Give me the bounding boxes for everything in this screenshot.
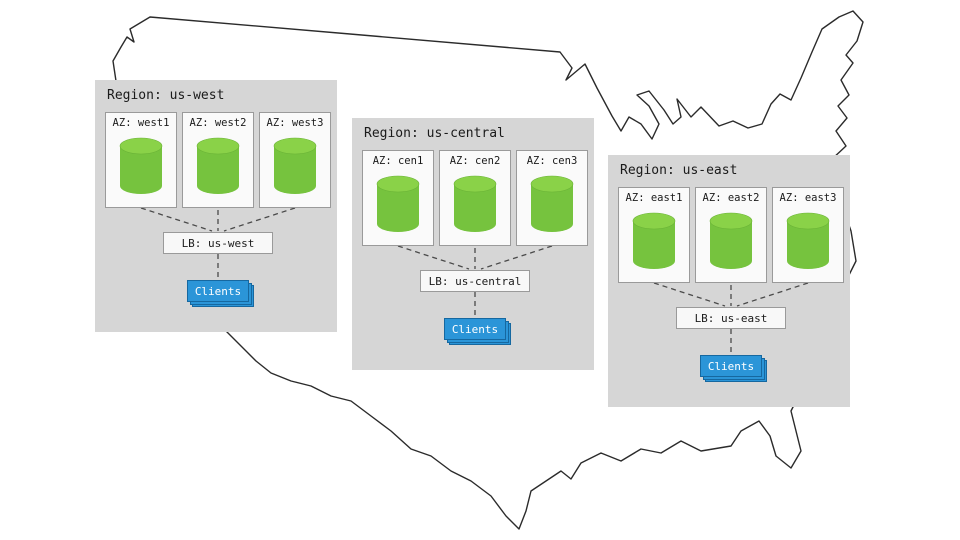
load-balancer-box: LB: us-west	[163, 232, 273, 254]
az-label: AZ: west2	[189, 117, 247, 129]
clients-box: Clients	[700, 355, 762, 377]
region-us-east: Region: us-east AZ: east1 AZ: east2 AZ: …	[608, 155, 850, 407]
clients-stack: Clients	[187, 280, 254, 307]
database-cylinder-icon	[272, 136, 318, 196]
az-row: AZ: cen1 AZ: cen2 AZ: cen3	[362, 150, 588, 246]
clients-stack: Clients	[444, 318, 511, 345]
az-box: AZ: west1	[105, 112, 177, 208]
region-title: Region: us-west	[107, 88, 225, 103]
az-box: AZ: east3	[772, 187, 844, 283]
load-balancer-box: LB: us-central	[420, 270, 530, 292]
az-label: AZ: east3	[779, 192, 837, 204]
database-cylinder-icon	[452, 174, 498, 234]
database-cylinder-icon	[118, 136, 164, 196]
clients-box: Clients	[187, 280, 249, 302]
az-label: AZ: west3	[266, 117, 324, 129]
database-cylinder-icon	[708, 211, 754, 271]
clients-box: Clients	[444, 318, 506, 340]
database-cylinder-icon	[375, 174, 421, 234]
az-label: AZ: cen2	[449, 155, 501, 167]
az-label: AZ: cen1	[372, 155, 424, 167]
az-label: AZ: east1	[625, 192, 683, 204]
load-balancer-box: LB: us-east	[676, 307, 786, 329]
region-us-west: Region: us-west AZ: west1 AZ: west2 AZ: …	[95, 80, 337, 332]
az-label: AZ: east2	[702, 192, 760, 204]
clients-stack: Clients	[700, 355, 767, 382]
az-row: AZ: east1 AZ: east2 AZ: east3	[618, 187, 844, 283]
database-cylinder-icon	[785, 211, 831, 271]
az-row: AZ: west1 AZ: west2 AZ: west3	[105, 112, 331, 208]
az-box: AZ: east2	[695, 187, 767, 283]
region-us-central: Region: us-central AZ: cen1 AZ: cen2 AZ:…	[352, 118, 594, 370]
az-box: AZ: east1	[618, 187, 690, 283]
az-box: AZ: cen2	[439, 150, 511, 246]
database-cylinder-icon	[631, 211, 677, 271]
az-box: AZ: cen3	[516, 150, 588, 246]
database-cylinder-icon	[195, 136, 241, 196]
database-cylinder-icon	[529, 174, 575, 234]
az-label: AZ: west1	[112, 117, 170, 129]
region-title: Region: us-central	[364, 126, 505, 141]
az-box: AZ: cen1	[362, 150, 434, 246]
region-title: Region: us-east	[620, 163, 738, 178]
az-label: AZ: cen3	[526, 155, 578, 167]
az-box: AZ: west3	[259, 112, 331, 208]
az-box: AZ: west2	[182, 112, 254, 208]
